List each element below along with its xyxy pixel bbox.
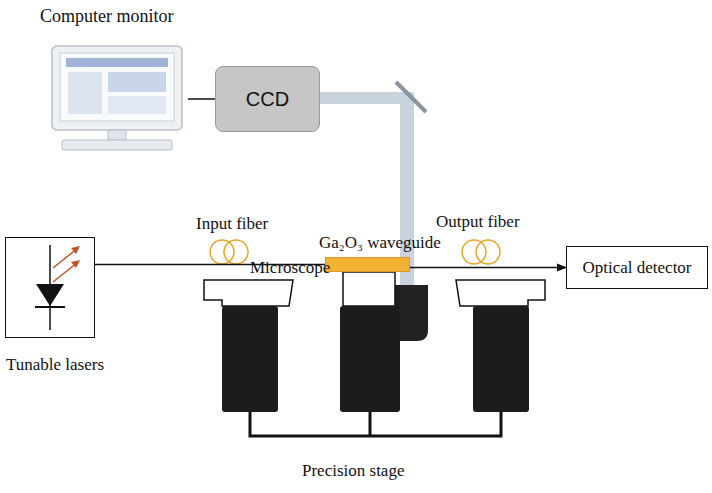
node-text: Computer monitor <box>40 6 174 27</box>
waveguide-bar: Ga₂O₃ waveguide <box>325 257 410 272</box>
monitor-base <box>62 140 172 150</box>
connector <box>410 267 566 269</box>
diode-triangle <box>36 284 64 306</box>
monitor-neck <box>108 130 126 140</box>
stage-block <box>473 306 529 412</box>
stage-block <box>222 306 278 412</box>
diode-bar <box>35 306 65 308</box>
node-text: Ga₂O₃ waveguide <box>319 233 441 253</box>
fiber-holder <box>456 280 545 306</box>
stage-link <box>250 412 501 436</box>
fiber-coil <box>224 240 248 264</box>
fiber-coil <box>210 240 234 264</box>
window-bar <box>66 58 168 67</box>
part-label: Microscope <box>250 258 330 278</box>
part-label: Input fiber <box>196 214 268 234</box>
window-pane <box>108 96 166 114</box>
fiber-holder <box>204 280 293 306</box>
fiber-coil <box>462 240 486 264</box>
part-label: Precision stage <box>302 461 404 481</box>
laser-box: Tunable lasers <box>5 237 95 338</box>
monitor-node: Computer monitor <box>40 6 188 152</box>
monitor-screen <box>60 53 174 121</box>
part-label: Output fiber <box>436 212 520 232</box>
diode-symbol <box>35 245 80 330</box>
stage-block <box>340 306 400 412</box>
mirror <box>396 82 426 112</box>
node-text: Optical detector <box>582 258 691 278</box>
monitor-icon <box>52 46 182 150</box>
ccd-box: CCD <box>215 66 320 132</box>
window-pane <box>68 72 102 114</box>
fiber-coil <box>476 240 500 264</box>
emission-arrowhead <box>71 260 80 268</box>
detector-box: Optical detector <box>566 246 708 289</box>
monitor-frame <box>52 46 182 130</box>
node-text: Tunable lasers <box>6 355 104 375</box>
window-pane <box>108 72 166 92</box>
optical-tube <box>320 92 412 104</box>
waveguide-mount <box>343 272 395 306</box>
connector <box>188 98 215 100</box>
emission-arrowhead <box>71 246 80 254</box>
node-text: CCD <box>246 88 289 111</box>
